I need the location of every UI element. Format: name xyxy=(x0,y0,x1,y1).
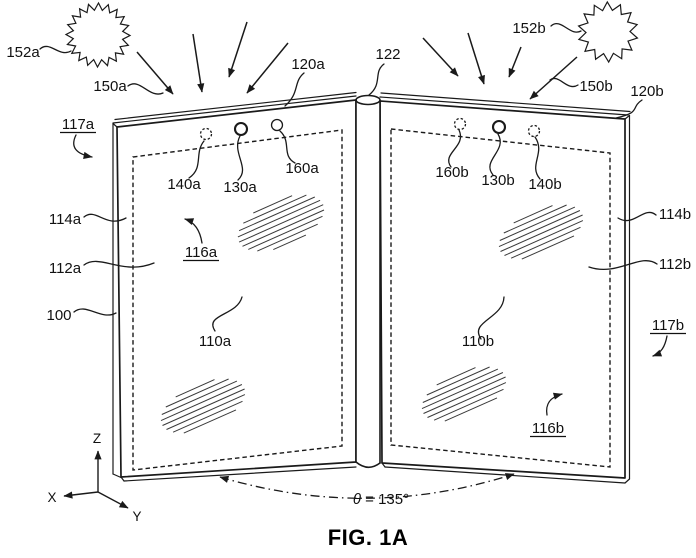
ref-label-140b: 140b xyxy=(528,176,561,193)
sensor-160a-circle xyxy=(270,118,284,132)
right-display-panel xyxy=(379,92,631,484)
axis-label-x: X xyxy=(47,490,56,505)
coordinate-axes: X Y Z xyxy=(47,431,141,524)
sensor-130b-circle xyxy=(491,119,507,135)
ref-label-120b: 120b xyxy=(630,83,663,100)
sensor-140a-circle xyxy=(199,127,213,141)
ref-label-160b: 160b xyxy=(435,164,468,181)
ref-label-114a: 114a xyxy=(49,211,82,228)
left-display-panel xyxy=(112,91,357,482)
sensor-130a-circle xyxy=(233,121,249,137)
sensor-140b-circle xyxy=(527,124,541,138)
hinge-angle-label: θ = 135° xyxy=(353,491,409,508)
reference-labels: 152a 150a 120a 122 152b 150b 120b 117a 1… xyxy=(6,20,691,438)
figure-caption: FIG. 1A xyxy=(328,525,409,550)
leader-lines xyxy=(39,23,658,340)
reflection-hatch-left-upper xyxy=(237,194,325,252)
ref-label-112a: 112a xyxy=(49,260,82,277)
ref-label-140a: 140a xyxy=(167,176,201,193)
reflection-hatch-right-upper xyxy=(498,204,584,260)
ref-label-112b: 112b xyxy=(659,256,691,273)
ref-label-130a: 130a xyxy=(223,179,257,196)
left-display-area xyxy=(132,129,343,471)
angle-arc xyxy=(219,473,515,499)
reference-arrows xyxy=(73,134,668,416)
axis-label-z: Z xyxy=(93,431,101,446)
ref-label-160a: 160a xyxy=(285,160,319,177)
reflection-hatch-left-lower xyxy=(160,378,246,434)
axis-label-y: Y xyxy=(132,509,141,524)
sun-icon-left xyxy=(64,1,132,69)
light-rays-left xyxy=(136,21,289,95)
ref-label-117b: 117b xyxy=(652,317,684,334)
sun-icon-right xyxy=(577,0,639,64)
ref-label-110b: 110b xyxy=(462,333,494,350)
reflection-hatch-right-lower xyxy=(421,366,507,422)
ref-label-152b: 152b xyxy=(512,20,545,37)
ref-label-116b: 116b xyxy=(532,420,564,437)
ref-label-152a: 152a xyxy=(6,44,40,61)
light-rays-right xyxy=(422,32,578,100)
ref-label-117a: 117a xyxy=(62,116,95,133)
ref-label-114b: 114b xyxy=(659,206,691,223)
ref-label-130b: 130b xyxy=(481,172,514,189)
ref-label-122: 122 xyxy=(375,46,400,63)
right-display-area xyxy=(390,128,611,468)
ref-label-116a: 116a xyxy=(185,244,218,261)
sensor-160b-circle xyxy=(453,117,467,131)
ref-label-120a: 120a xyxy=(291,56,325,73)
ref-label-150b: 150b xyxy=(579,78,612,95)
ref-label-110a: 110a xyxy=(199,333,232,350)
hinge xyxy=(355,94,381,469)
sensors-left xyxy=(199,118,284,141)
ref-label-150a: 150a xyxy=(93,78,127,95)
sensors-right xyxy=(453,117,541,138)
ref-label-100: 100 xyxy=(46,307,71,324)
